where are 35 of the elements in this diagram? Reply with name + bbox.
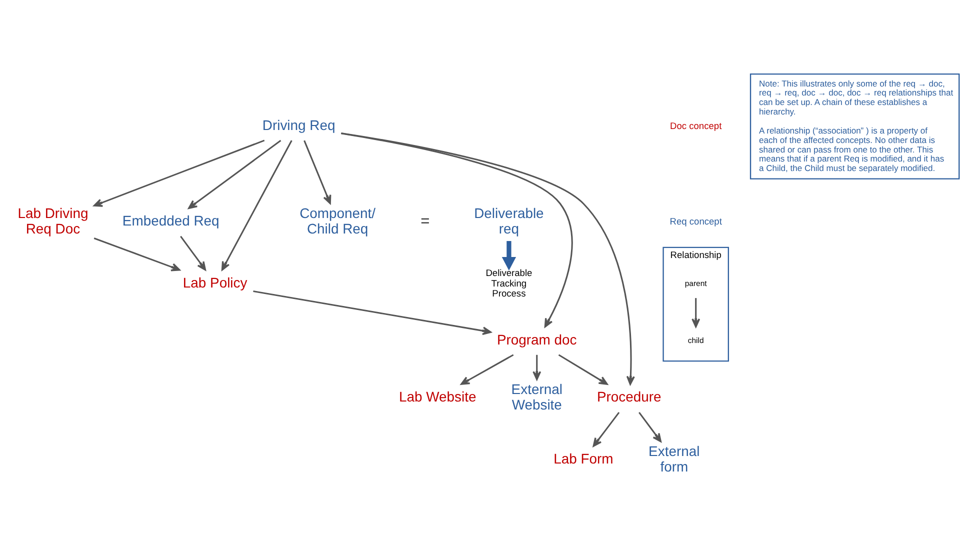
arrow — [532, 354, 542, 380]
arrow — [502, 240, 516, 270]
node-text: Embedded Req — [122, 212, 220, 228]
node-text: External Website — [511, 380, 562, 412]
arrow — [558, 354, 608, 384]
arrow — [221, 140, 292, 270]
legend-label: Doc concept — [670, 120, 722, 130]
arrow — [180, 235, 206, 270]
arrow — [340, 132, 573, 327]
arrow — [304, 140, 332, 204]
node-box: Note: This illustrates only some of the req → doc, req → req, doc → doc, doc → req relationships that can be set up. A chain of these establishes a hierarchy. A relationship (“association” ) is a property of each of the affected concepts. No other data is shared or can pass from one to the other. This means that if a parent Req is modified, and it has a Child, the Child must be separately modified. — [750, 73, 960, 179]
node-text: Driving Req — [262, 116, 336, 132]
node-text: Lab Policy — [182, 274, 248, 290]
label: = — [420, 212, 430, 230]
node-text: child — [688, 335, 704, 344]
arrow — [592, 411, 620, 446]
node-text: Component/ Child Req — [300, 204, 376, 236]
arrow — [638, 411, 662, 442]
arrow — [692, 298, 700, 328]
arrow — [460, 354, 514, 384]
node-text: Program doc — [496, 330, 577, 347]
node-text: parent — [684, 278, 707, 288]
arrow — [93, 139, 265, 206]
node-text: Deliverable Tracking Process — [486, 268, 532, 298]
arrow — [253, 290, 492, 335]
arrow — [94, 237, 180, 271]
node-text: External form — [648, 442, 700, 474]
node-text: Deliverable req — [474, 204, 544, 236]
arrow — [341, 132, 635, 385]
node-text: Lab Website — [398, 388, 476, 404]
arrow — [188, 139, 282, 208]
node-text: Procedure — [597, 388, 662, 404]
node-text: Lab Driving Req Doc — [18, 204, 88, 236]
node-text: Lab Form — [554, 450, 614, 466]
legend-label: Req concept — [670, 216, 722, 226]
